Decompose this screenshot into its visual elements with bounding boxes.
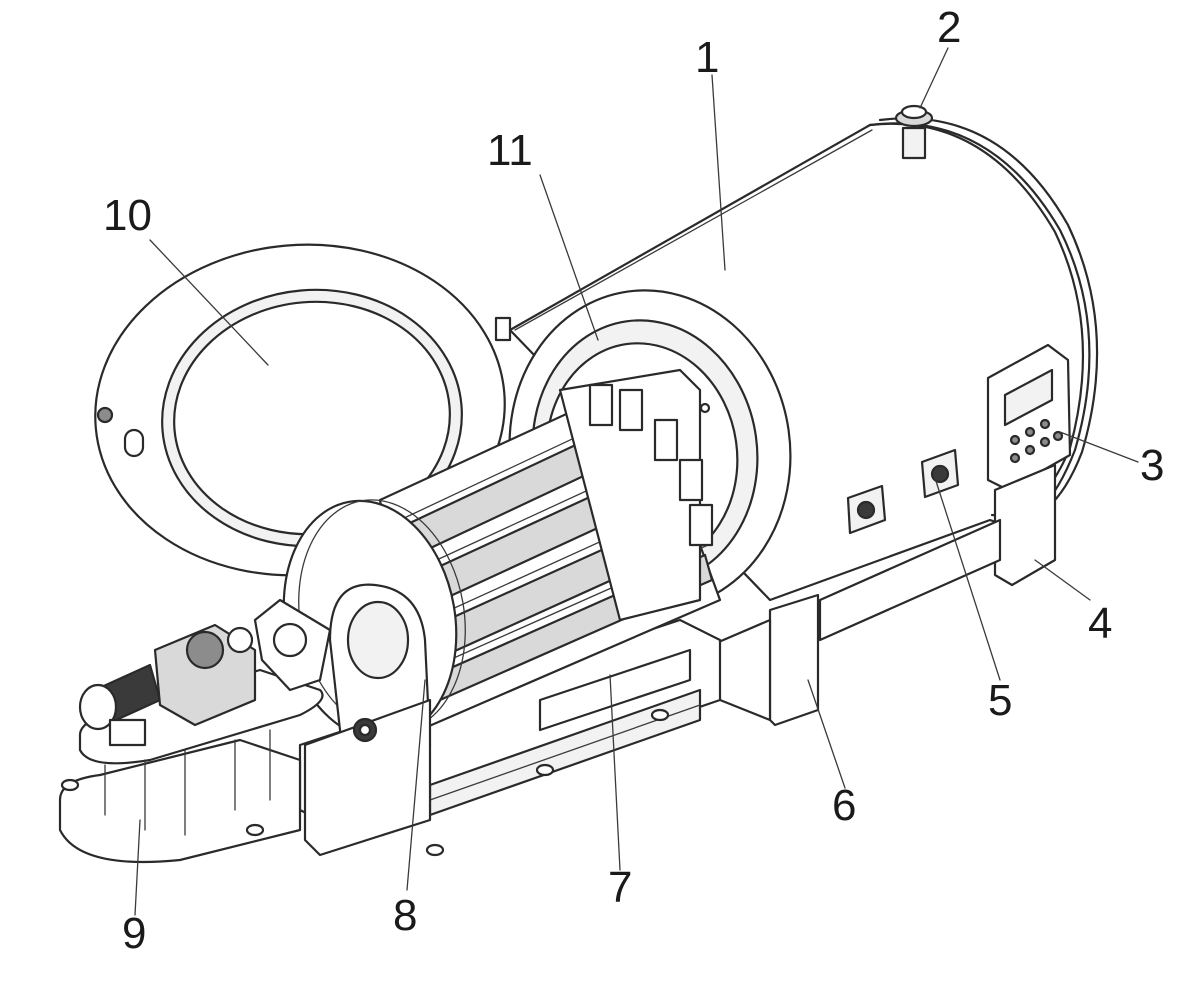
label-7: 7 [608,863,632,912]
label-5: 5 [988,676,1012,725]
label-3: 3 [1140,441,1164,490]
label-8: 8 [393,891,417,940]
top-valve [894,104,934,160]
label-9: 9 [122,909,146,958]
label-2: 2 [937,3,961,52]
label-1: 1 [695,33,719,82]
side-fitting-upper [920,448,960,499]
label-10: 10 [103,191,152,240]
label-11: 11 [487,126,533,175]
basket-rack [378,368,722,732]
vessel-door [94,243,512,577]
label-6: 6 [832,781,856,830]
bearing-bracket [303,583,432,857]
control-panel [986,343,1072,492]
label-4: 4 [1088,599,1112,648]
side-fitting-lower [846,484,887,535]
gearbox [153,598,332,727]
reference-numerals: 1 2 3 4 5 6 7 8 9 10 11 [103,3,1164,958]
electric-motor [78,663,162,747]
rear-support [818,463,1057,642]
leader-lines [134,47,1139,916]
